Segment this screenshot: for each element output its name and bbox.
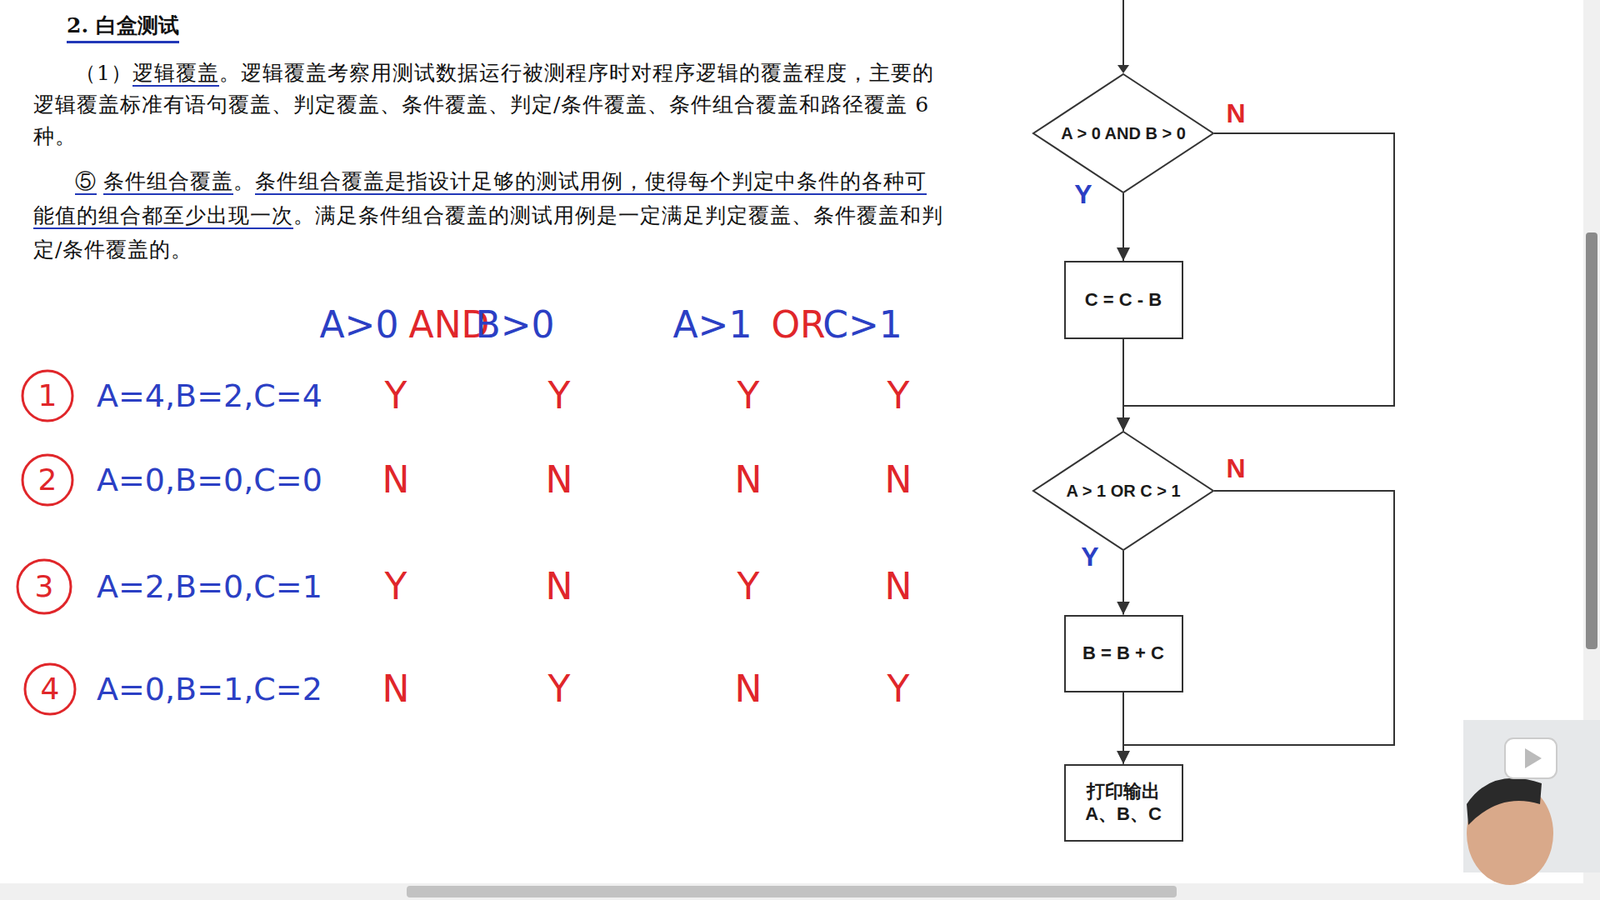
test-case-data: A=4,B=2,C=4 [96, 380, 323, 412]
truth-value: Y [548, 377, 571, 415]
test-case-data: A=0,B=0,C=0 [96, 464, 323, 496]
truth-value: N [885, 461, 913, 499]
play-triangle [1525, 748, 1542, 769]
flow-connector [1123, 490, 1395, 765]
paragraph-text: （1） [75, 60, 133, 85]
condition-header: A>0 [320, 306, 400, 344]
test-case-data: A=0,B=1,C=2 [96, 673, 323, 705]
decision-diamond: A > 1 OR C > 1 [1032, 430, 1215, 551]
scrollbar-thumb [1585, 232, 1598, 650]
condition-header: C>1 [822, 306, 903, 344]
truth-value: N [382, 670, 410, 708]
play-icon [1505, 738, 1557, 779]
process-box: C = C - B [1064, 260, 1184, 340]
condition-header: AND [409, 306, 490, 344]
paragraph-text: 逻辑覆盖 [132, 60, 220, 87]
paragraph: ⑤条件组合覆盖。条件组合覆盖是指设计足够的测试用例，使得每个判定中条件的各种可能… [33, 164, 946, 267]
paragraph: （1）逻辑覆盖。逻辑覆盖考察用测试数据运行被测程序时对程序逻辑的覆盖程度，主要的… [33, 57, 946, 153]
number-circle [22, 370, 73, 421]
diamond-shape [1033, 74, 1214, 193]
diamond-shape [1033, 431, 1214, 550]
condition-header: A>1 [673, 306, 753, 344]
process-box: B = B + C [1064, 615, 1184, 693]
flow-connector [1123, 133, 1395, 431]
section-title: 2. 白盒测试 [66, 11, 180, 44]
truth-value: Y [737, 377, 760, 415]
truth-value: N [735, 461, 763, 499]
node-text: C = C - B [1085, 288, 1162, 312]
branch-label: Y [1071, 180, 1095, 208]
node-text: A > 1 OR C > 1 [1065, 480, 1180, 502]
callout-number: 4 [40, 674, 60, 705]
flow-connector [1122, 692, 1125, 765]
diamond-outline [1032, 430, 1215, 551]
scrollbar-thumb [406, 885, 1177, 898]
condition-header: B>0 [475, 306, 555, 344]
decision-diamond: A > 0 AND B > 0 [1032, 73, 1215, 194]
condition-header: OR [770, 306, 825, 344]
branch-label: N [1223, 100, 1248, 127]
callout-number: 3 [35, 571, 55, 602]
node-text: 打印输出 A、B、C [1072, 780, 1175, 826]
number-circle [17, 560, 71, 614]
number-circle [25, 664, 75, 715]
flow-connector [1122, 550, 1125, 615]
callout-number: 2 [38, 465, 58, 495]
truth-value: N [382, 461, 410, 499]
paragraph-text: ⑤ [75, 169, 97, 195]
output-box: 打印输出 A、B、C [1064, 764, 1184, 842]
callout-number: 1 [38, 380, 58, 411]
webcam-hair [1466, 778, 1542, 825]
diamond-outline [1032, 73, 1215, 194]
flow-connector [1122, 339, 1125, 431]
node-text: A > 0 AND B > 0 [1060, 123, 1186, 145]
truth-value: Y [887, 670, 910, 708]
truth-value: N [885, 568, 913, 605]
branch-label: N [1223, 455, 1248, 482]
scrollbar-track [0, 883, 1584, 900]
truth-value: Y [385, 568, 408, 605]
branch-label: Y [1078, 543, 1101, 570]
truth-value: Y [737, 568, 760, 605]
node-text: B = B + C [1082, 641, 1165, 665]
flow-connector [1122, 193, 1125, 261]
truth-value: N [735, 670, 763, 708]
entry-line [1122, 0, 1125, 67]
truth-value: N [545, 461, 574, 499]
truth-value: Y [385, 377, 408, 415]
truth-value: Y [548, 670, 571, 708]
number-circle [22, 455, 73, 505]
paragraph-text: 条件组合覆盖 [103, 169, 234, 195]
entry-arrow-head [1117, 65, 1130, 74]
test-case-data: A=2,B=0,C=1 [96, 570, 323, 603]
truth-value: Y [887, 377, 910, 415]
paragraph-text: 。 [233, 169, 255, 194]
truth-value: N [545, 568, 574, 605]
